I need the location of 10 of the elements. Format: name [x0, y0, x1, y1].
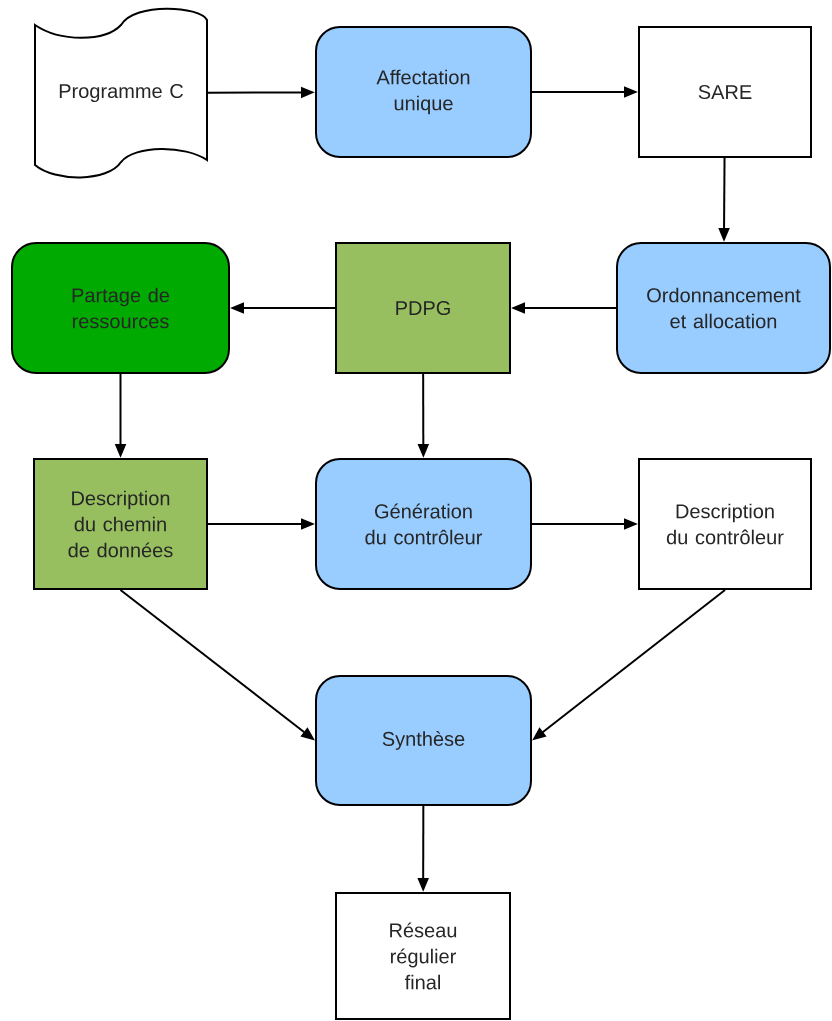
process-box: Synthèse	[315, 675, 532, 806]
data-box: SARE	[638, 26, 812, 158]
data-box: Description du chemin de données	[33, 458, 208, 590]
process-box: Ordonnancement et allocation	[616, 242, 831, 374]
data-box: Description du contrôleur	[638, 458, 812, 590]
data-box: PDPG	[335, 242, 511, 374]
process-box: Partage de ressources	[11, 242, 230, 374]
process-box: Affectation unique	[315, 26, 532, 158]
data-box: Réseau régulier final	[335, 892, 511, 1020]
process-box: Génération du contrôleur	[315, 458, 532, 590]
